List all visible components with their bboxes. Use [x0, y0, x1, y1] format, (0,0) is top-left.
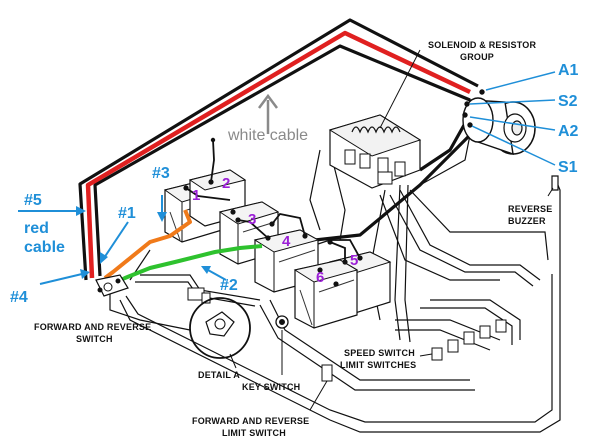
label-red-line2: cable	[24, 239, 65, 256]
annotation-arrows	[18, 195, 227, 285]
label-a1: A1	[558, 62, 579, 79]
fr-switch-label-line2: SWITCH	[76, 334, 113, 344]
white-cable-arrow	[258, 93, 278, 134]
label-a2: A2	[558, 123, 579, 140]
green-cable	[109, 244, 263, 287]
battery-pack	[163, 137, 392, 329]
detail-a-label: DETAIL A	[198, 370, 240, 380]
battery-6	[293, 259, 359, 329]
key-switch-label: KEY SWITCH	[242, 382, 300, 392]
label-num1: #1	[118, 205, 136, 222]
battery-number-4: 4	[282, 233, 291, 250]
label-num3: #3	[152, 165, 170, 182]
motor	[462, 89, 536, 156]
reverse-buzzer-label-line1: REVERSE	[508, 204, 552, 214]
solenoid-label-line2: GROUP	[460, 52, 494, 62]
reverse-buzzer-label-line2: BUZZER	[508, 216, 546, 226]
orange-cable	[103, 209, 192, 280]
battery-number-5: 5	[350, 252, 358, 269]
label-num2: #2	[220, 277, 238, 294]
label-num4: #4	[10, 289, 28, 306]
speed-limit-switches	[419, 319, 507, 361]
label-num5: #5	[24, 192, 42, 209]
fr-limit-label-line1: FORWARD AND REVERSE	[192, 416, 309, 426]
solenoid-resistor-group	[328, 114, 422, 189]
solenoid-leader	[379, 49, 421, 129]
label-s2: S2	[558, 93, 578, 110]
battery-number-6: 6	[316, 269, 324, 286]
reverse-buzzer	[547, 175, 559, 197]
battery-number-1: 1	[192, 187, 200, 204]
forward-reverse-switch	[95, 274, 129, 297]
fr-limit-switch	[309, 364, 333, 411]
battery-number-3: 3	[248, 211, 256, 228]
red-cable	[85, 30, 471, 279]
solenoid-label-line1: SOLENOID & RESISTOR	[428, 40, 536, 50]
fr-switch-label-line1: FORWARD AND REVERSE	[34, 322, 151, 332]
speed-switch-label-line2: LIMIT SWITCHES	[340, 360, 416, 370]
relay-component	[187, 287, 211, 304]
detail-a-circle	[189, 297, 251, 369]
white-cable-label: white cable	[227, 127, 308, 144]
label-red-line1: red	[24, 220, 49, 237]
speed-switch-label-line1: SPEED SWITCH	[344, 348, 415, 358]
motor-terminal-pointers	[469, 71, 556, 166]
label-s1: S1	[558, 159, 578, 176]
key-switch	[275, 315, 289, 375]
fr-limit-label-line2: LIMIT SWITCH	[222, 428, 286, 438]
battery-number-2: 2	[222, 175, 230, 192]
